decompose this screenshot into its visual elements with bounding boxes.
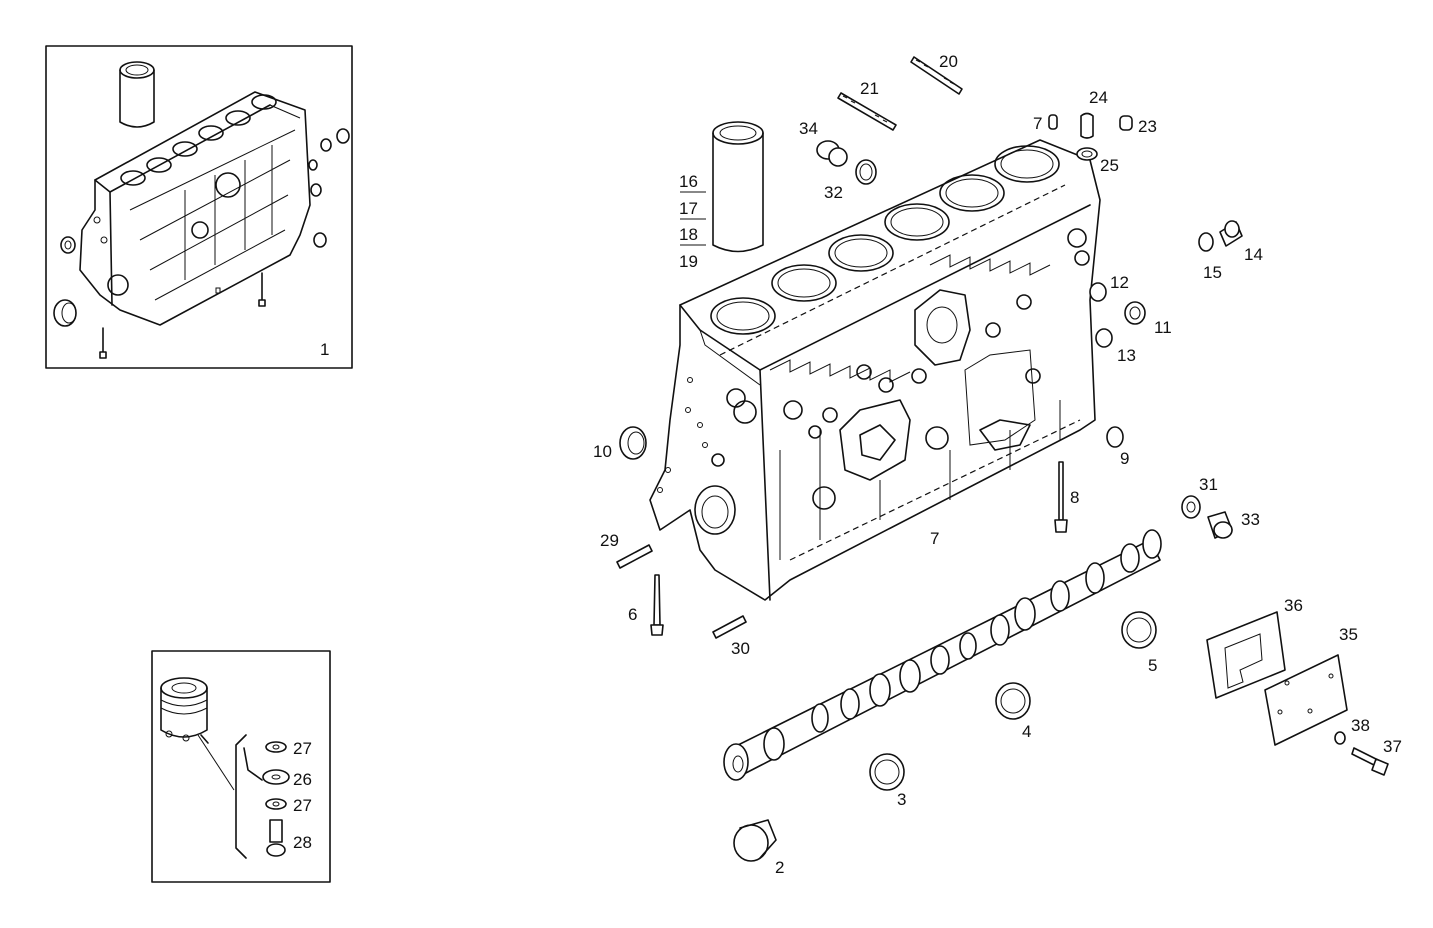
plugs-31-33 (1181, 495, 1233, 539)
inset-piston-frame (151, 650, 331, 883)
plugs-14-15 (1198, 220, 1243, 252)
label-part-15: 15 (1203, 263, 1222, 282)
label-part-7-bottom: 7 (930, 529, 939, 548)
inset-liner (119, 61, 155, 128)
piston-icon (160, 677, 209, 744)
label-part-10: 10 (593, 442, 612, 461)
label-part-2: 2 (775, 858, 784, 877)
label-part-34: 34 (799, 119, 818, 138)
label-part-20: 20 (939, 52, 958, 71)
label-part-19: 19 (679, 252, 698, 271)
label-part-3: 3 (897, 790, 906, 809)
label-part-7-top: 7 (1033, 114, 1042, 133)
plugs-11-12-13 (1089, 282, 1146, 348)
piston-label-28: 28 (293, 833, 312, 852)
oil-nozzle-parts (243, 741, 290, 857)
label-part-31: 31 (1199, 475, 1218, 494)
label-part-18: 18 (679, 225, 698, 244)
inset-engine-block-assembly: 1 (45, 45, 353, 369)
label-part-25: 25 (1100, 156, 1119, 175)
gasket-and-cover (1206, 611, 1348, 746)
label-part-9: 9 (1120, 449, 1129, 468)
label-part-6: 6 (628, 605, 637, 624)
label-part-29: 29 (600, 531, 619, 550)
plugs-7-23-24-25 (1048, 112, 1133, 161)
label-part-38: 38 (1351, 716, 1370, 735)
label-part-5: 5 (1148, 656, 1157, 675)
piston-label-27-top: 27 (293, 739, 312, 758)
label-part-4: 4 (1022, 722, 1031, 741)
inset-engine-label: 1 (320, 340, 329, 359)
label-part-8: 8 (1070, 488, 1079, 507)
label-part-37: 37 (1383, 737, 1402, 756)
inset-piston-nozzle: 27 26 27 28 (151, 650, 331, 883)
label-part-23: 23 (1138, 117, 1157, 136)
label-part-33: 33 (1241, 510, 1260, 529)
cylinder-bores (710, 145, 1060, 335)
label-part-24: 24 (1089, 88, 1108, 107)
part-labels: 2 3 4 5 6 7 7 8 9 10 11 12 13 14 15 16 1… (593, 52, 1402, 877)
label-part-35: 35 (1339, 625, 1358, 644)
piston-label-26: 26 (293, 770, 312, 789)
label-part-32: 32 (824, 183, 843, 202)
label-part-17: 17 (679, 199, 698, 218)
label-part-36: 36 (1284, 596, 1303, 615)
plugs-32-34 (816, 140, 877, 185)
label-part-13: 13 (1117, 346, 1136, 365)
camshaft (723, 529, 1162, 781)
inset-engine-frame (45, 45, 353, 369)
cylinder-block (649, 139, 1101, 601)
studs (837, 56, 963, 131)
label-part-14: 14 (1244, 245, 1263, 264)
screw-washer-37-38 (1334, 731, 1389, 776)
inset-small-parts (53, 128, 350, 359)
label-part-12: 12 (1110, 273, 1129, 292)
bolts-6-8 (650, 461, 1068, 636)
label-part-16: 16 (679, 172, 698, 191)
dowels-29-30 (616, 544, 747, 639)
cam-bushings (733, 611, 1157, 862)
cylinder-liner (680, 121, 764, 253)
label-part-30: 30 (731, 639, 750, 658)
plugs-9-10 (619, 426, 1124, 460)
piston-label-27-bottom: 27 (293, 796, 312, 815)
label-part-21: 21 (860, 79, 879, 98)
label-part-11: 11 (1154, 318, 1172, 337)
inset-block (79, 91, 311, 326)
